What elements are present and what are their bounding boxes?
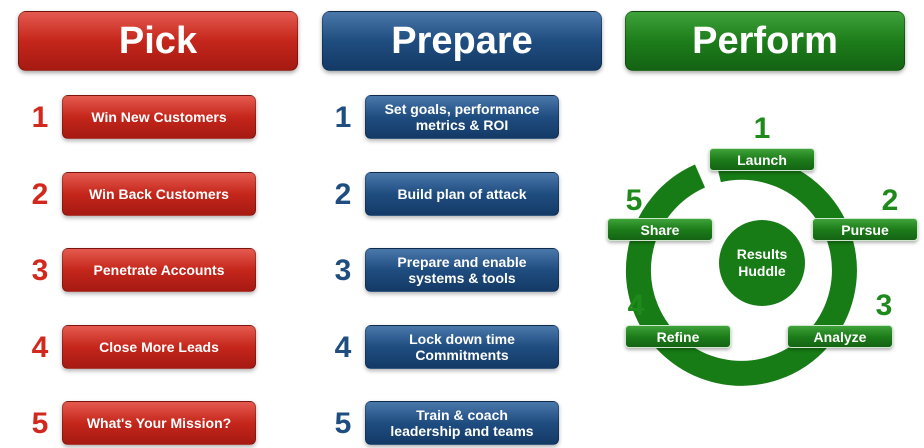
perform-number: 2 [881, 184, 899, 217]
pick-number: 5 [31, 407, 49, 440]
results-huddle-label: Results Huddle [736, 246, 788, 279]
step-pursue[interactable]: Pursue [812, 218, 918, 241]
step-analyze[interactable]: Analyze [787, 325, 893, 348]
step-refine[interactable]: Refine [625, 325, 731, 348]
prepare-button[interactable]: Prepare and enable systems & tools [365, 248, 559, 292]
step-share[interactable]: Share [607, 218, 713, 241]
perform-number: 3 [875, 289, 893, 322]
pick-header: Pick [18, 11, 298, 71]
pick-button[interactable]: Win New Customers [62, 95, 256, 139]
step-launch[interactable]: Launch [709, 148, 815, 171]
prepare-header: Prepare [322, 11, 602, 71]
pick-button[interactable]: Close More Leads [62, 325, 256, 369]
prepare-button[interactable]: Lock down time Commitments [365, 325, 559, 369]
pick-button[interactable]: Penetrate Accounts [62, 248, 256, 292]
perform-number: 4 [627, 289, 645, 322]
pick-button[interactable]: Win Back Customers [62, 172, 256, 216]
prepare-number: 3 [334, 254, 352, 287]
pick-number: 1 [31, 101, 49, 134]
pick-button[interactable]: What's Your Mission? [62, 401, 256, 445]
prepare-number: 2 [334, 178, 352, 211]
center-circle [719, 220, 805, 306]
pick-number: 4 [31, 331, 49, 364]
pick-number: 2 [31, 178, 49, 211]
prepare-button[interactable]: Train & coach leadership and teams [365, 401, 559, 445]
prepare-button[interactable]: Build plan of attack [365, 172, 559, 216]
pick-number: 3 [31, 254, 49, 287]
prepare-button[interactable]: Set goals, performance metrics & ROI [365, 95, 559, 139]
perform-number: 5 [625, 184, 643, 217]
prepare-number: 5 [334, 407, 352, 440]
prepare-number: 1 [334, 101, 352, 134]
perform-number: 1 [753, 112, 771, 145]
perform-header: Perform [625, 11, 905, 71]
prepare-number: 4 [334, 331, 352, 364]
